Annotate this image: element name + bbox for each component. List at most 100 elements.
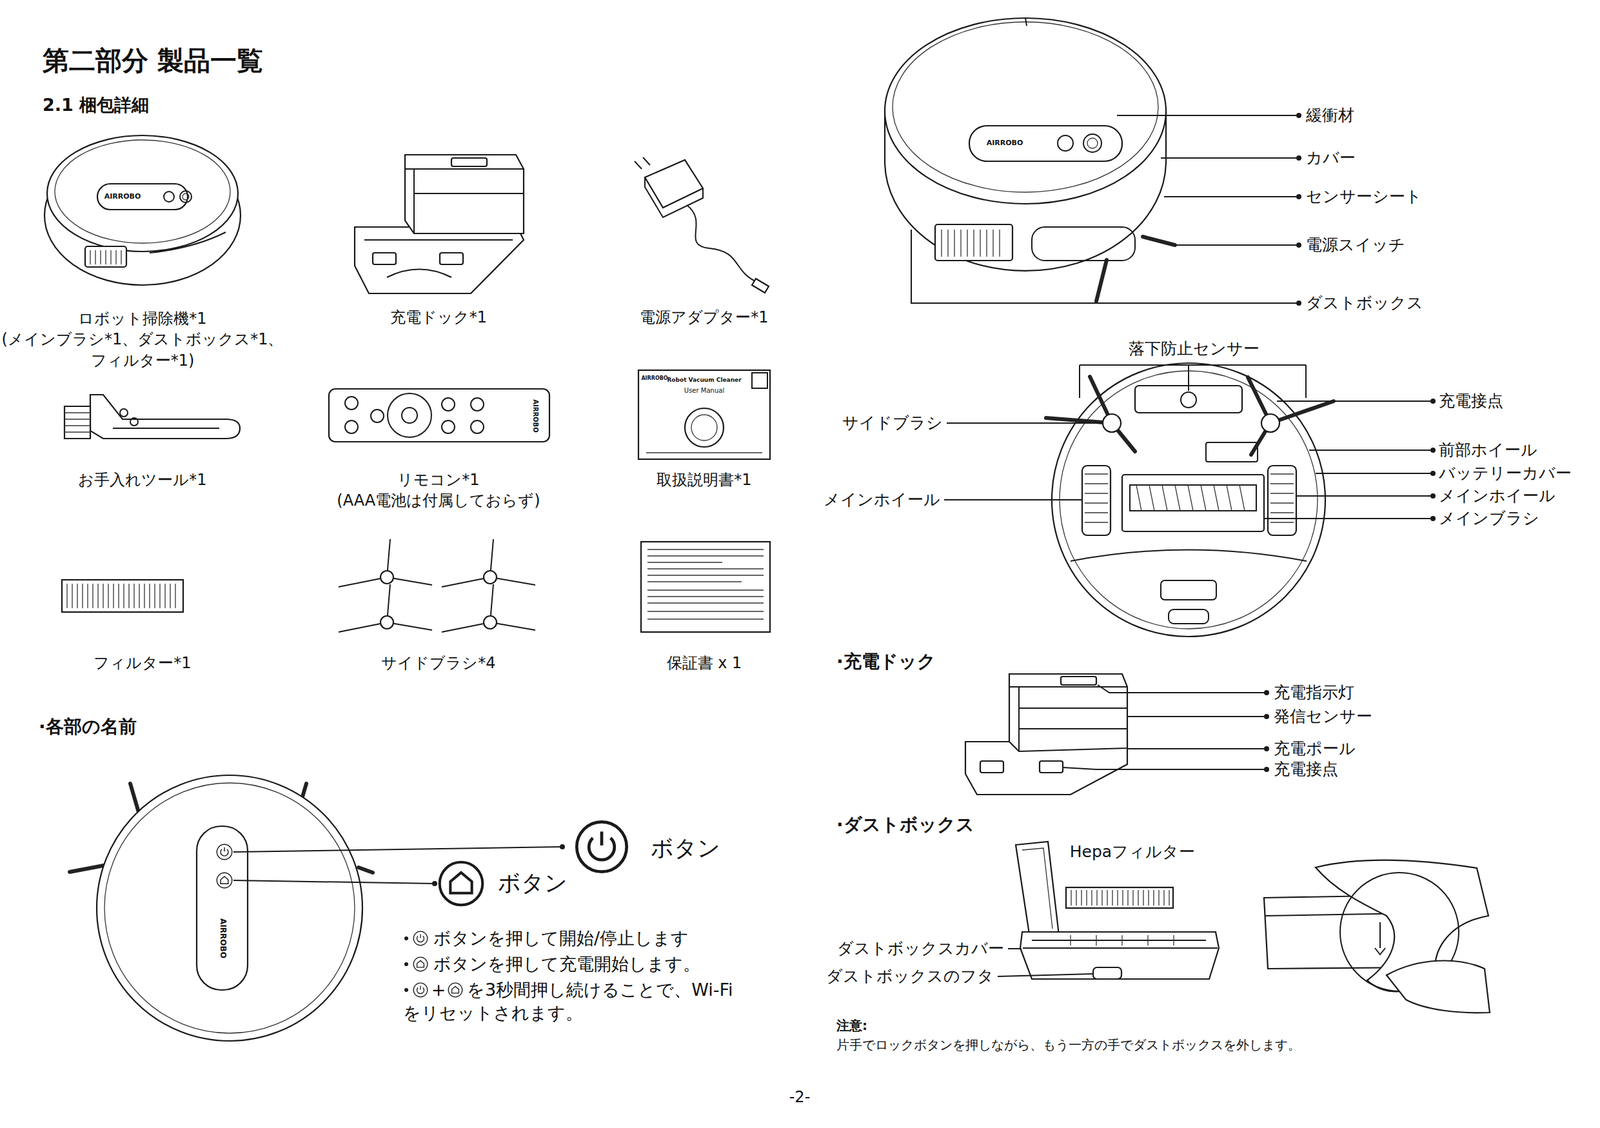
robot-illustration: [44, 135, 241, 286]
dock-illustration-part: [372, 252, 396, 265]
button-label: ボタン: [497, 869, 568, 898]
part-label: 落下防止センサー: [1128, 338, 1260, 359]
robot-top-view-part: [96, 775, 363, 1041]
robot-bottom-view-part: [1136, 484, 1245, 511]
part-label: 充電接点: [1273, 759, 1339, 780]
filter-illustration: [61, 579, 184, 613]
robot-perspective-part: [911, 115, 1298, 304]
dustbox-illustration-part: [997, 948, 1094, 977]
brand-logo: AIRROBO: [641, 375, 668, 382]
cleaning-tool-illustration: [64, 394, 240, 439]
dock-illustration-part: [1062, 684, 1266, 770]
robot-top-view-part: [413, 931, 428, 946]
item-caption: お手入れツール*1: [78, 470, 207, 490]
dock-illustration-part: [1264, 766, 1270, 772]
manual-illustration-part: [638, 370, 771, 460]
dustbox-illustration-part: [1015, 841, 1059, 939]
cleaning-tool-illustration-part: [90, 394, 240, 439]
robot-perspective: [884, 18, 1302, 306]
manual-illustration-part: [691, 414, 718, 441]
robot-bottom-view-part: [1261, 414, 1280, 433]
side-brush-illustration-part: [441, 539, 536, 587]
part-label: メインホイール: [1438, 485, 1556, 506]
item-caption: フィルター*1: [93, 653, 191, 673]
cleaning-tool-illustration-part: [119, 408, 128, 417]
part-label: 発信センサー: [1273, 706, 1373, 727]
page-number: -2-: [789, 1087, 811, 1107]
robot-bottom-view-part: [1160, 580, 1217, 600]
remote-illustration-part: [370, 409, 384, 423]
part-label: ダストボックスのフタ: [826, 966, 994, 987]
robot-illustration-part: [179, 190, 192, 203]
robot-perspective-part: [1296, 194, 1302, 200]
side-brush-illustration-part: [380, 615, 394, 629]
robot-bottom-view-part: [1129, 484, 1257, 511]
dustbox-illustration-part: [1071, 889, 1170, 906]
part-label: センサーシート: [1305, 186, 1423, 207]
robot-illustration-part: [182, 193, 189, 200]
item-caption: 充電ドック*1: [390, 307, 487, 327]
hand-illustration: [1264, 860, 1490, 1014]
button-label: ボタン: [650, 834, 721, 863]
cleaning-tool-illustration-part: [64, 412, 91, 433]
robot-perspective-part: [1296, 242, 1302, 248]
robot-perspective-part: [1057, 135, 1074, 151]
hand-illustration-part: [1386, 960, 1490, 1014]
brand-logo: AIRROBO: [986, 138, 1024, 148]
robot-top-view-part: [216, 844, 232, 860]
robot-top-view-part: [404, 936, 409, 941]
side-brush-illustration-part: [338, 584, 433, 633]
remote-illustration-part: [470, 397, 484, 411]
robot-perspective-part: [884, 18, 1166, 204]
dustbox-illustration-part: [1020, 931, 1219, 979]
robot-illustration-part: [163, 191, 175, 202]
section-heading: ·各部の名前: [38, 715, 137, 738]
dock-illustration-part: [1039, 760, 1063, 773]
side-brush-illustration-part: [441, 584, 536, 633]
remote-illustration-part: [401, 407, 418, 424]
robot-illustration-part: [54, 139, 231, 244]
dustbox-illustration-part: [1022, 848, 1053, 929]
side-brush-illustration-part: [338, 539, 433, 587]
robot-bottom-view-part: [1180, 392, 1197, 408]
robot-top-view-part: [104, 782, 355, 1034]
side-brush-illustration-part: [483, 615, 497, 629]
dustbox-illustration-part: [1022, 940, 1218, 949]
filter-illustration-part: [67, 583, 176, 609]
remote-illustration-part: [387, 393, 432, 438]
robot-bottom-view-part: [1051, 363, 1326, 637]
robot-perspective-part: [941, 229, 1000, 257]
part-label: 充電接点: [1438, 390, 1504, 411]
robot-bottom-view-part: [1430, 447, 1436, 453]
robot-bottom-view-part: [1079, 365, 1306, 398]
item-caption: 取扱説明書*1: [656, 470, 752, 490]
instruction-text: ボタンを押して開始/停止します: [433, 927, 689, 950]
warranty-illustration-part: [647, 549, 764, 620]
item-caption: 電源アダプター*1: [639, 307, 769, 327]
section-heading: 2.1 梱包詳細: [42, 94, 149, 117]
dock-illustration-part: [1009, 673, 1128, 752]
robot-bottom-view-part: [1430, 493, 1436, 499]
robot-top-view-part: [448, 982, 463, 998]
remote-illustration-part: [345, 396, 358, 410]
warranty-illustration-part: [641, 541, 771, 633]
part-label: バッテリーカバー: [1438, 463, 1572, 484]
dock-illustration-part: [386, 269, 452, 278]
robot-bottom-view-part: [1122, 474, 1265, 532]
robot-bottom-view-part: [1430, 470, 1436, 476]
part-label: カバー: [1305, 147, 1356, 168]
manual-subtitle: User Manual: [684, 386, 725, 396]
robot-perspective-part: [1025, 18, 1027, 26]
robot-bottom-view-part: [1082, 465, 1111, 536]
note-heading: 注意:: [836, 1017, 868, 1034]
remote-illustration-part: [328, 388, 550, 442]
dock-illustration-part: [404, 154, 524, 234]
cleaning-tool-illustration-part: [130, 417, 139, 426]
robot-bottom-view-part: [1430, 398, 1436, 404]
side-brush-illustration-part: [380, 570, 394, 584]
robot-top-view-part: [576, 821, 627, 872]
robot-top-view: [69, 775, 627, 1041]
robot-top-view-part: [413, 982, 428, 998]
